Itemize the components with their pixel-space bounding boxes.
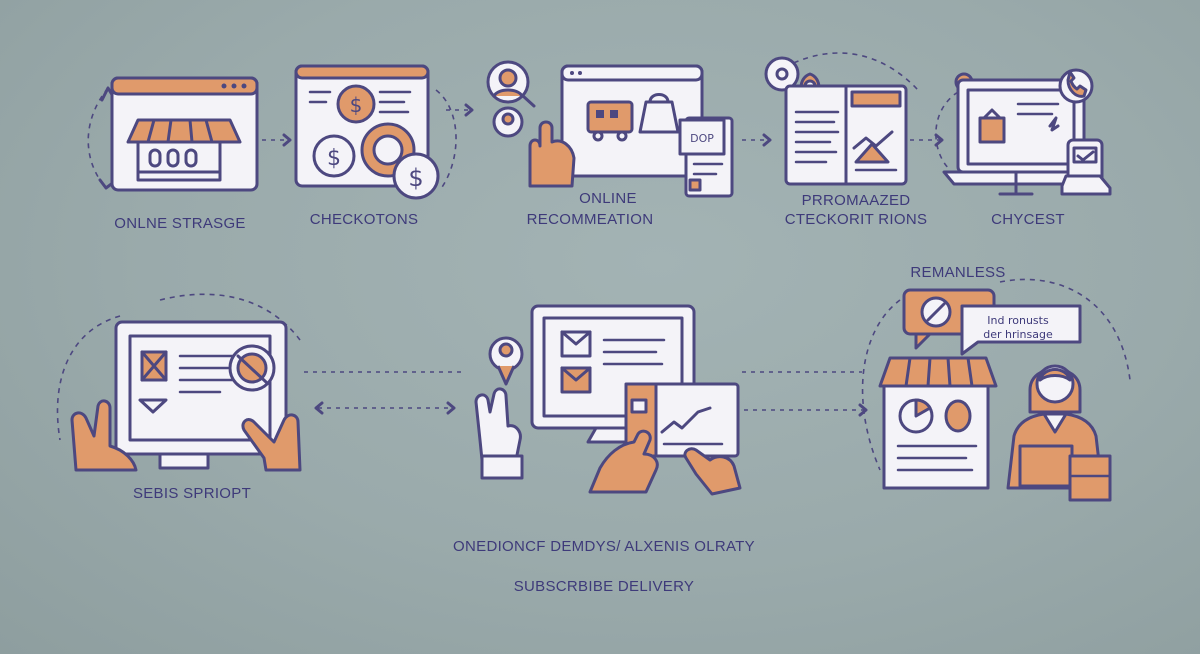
laptop-phone-icon xyxy=(935,68,1112,196)
step-label-4: PRROMAAZED xyxy=(801,192,911,209)
svg-text:$: $ xyxy=(327,146,341,171)
step-label-1: ONLNE STRASGE xyxy=(114,215,246,232)
promo-newspaper-icon xyxy=(764,52,919,186)
step-label-2: CHECKOTONS xyxy=(309,211,419,228)
step-label-4b: CTECKORIT RIONS xyxy=(784,211,928,228)
step-label-8: REMANLESS xyxy=(910,264,1006,281)
monitor-card-hand-icon xyxy=(474,304,742,496)
tablet-hands-icon xyxy=(56,293,302,472)
step-label-6: SEBIS SPRIOPT xyxy=(132,485,252,502)
svg-text:$: $ xyxy=(350,93,363,117)
step-label-3: ONLINE xyxy=(579,190,637,207)
recommendation-touch-icon: DOP xyxy=(486,60,734,198)
storefront-browser-icon xyxy=(87,76,259,192)
svg-text:$: $ xyxy=(408,164,423,192)
bubble-text: Ind ronusts xyxy=(987,314,1049,327)
step-label-3b: RECOMMEATION xyxy=(526,211,654,228)
step-label-5: CHYCEST xyxy=(991,211,1065,228)
checkout-coins-icon: $ $ $ xyxy=(294,64,457,200)
bubble-text-2: der hrinsage xyxy=(983,328,1053,341)
footer-line-1: ONEDIONCF DEMDYS/ ALXENIS OLRATY xyxy=(453,538,755,555)
footer-line-2: SUBSCRBIBE DELIVERY xyxy=(513,578,695,595)
svg-text:DOP: DOP xyxy=(690,132,714,145)
shop-assistant-icon xyxy=(861,278,1131,502)
